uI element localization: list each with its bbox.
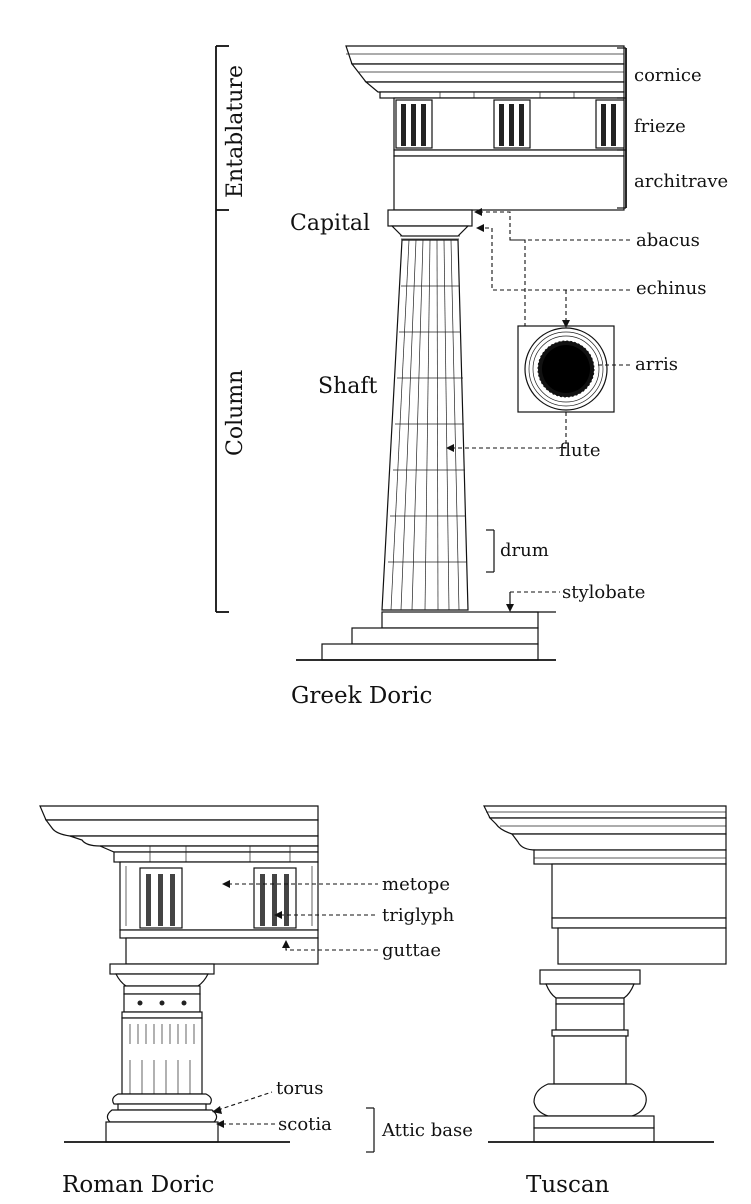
column-cross-section [517,325,615,413]
metope-leader [222,880,378,888]
drum-label: drum [500,540,549,561]
attic-base-label: Attic base [381,1120,473,1141]
shaft [381,239,469,611]
echinus-label: echinus [636,278,707,299]
scotia-label: scotia [278,1114,332,1135]
arris-label: arris [635,354,678,375]
triglyph-label: triglyph [382,905,455,926]
tuscan-capital [539,969,641,1037]
abacus-label: abacus [636,230,700,251]
tuscan-architrave-band [551,917,727,929]
tuscan-caption: Tuscan [526,1172,610,1198]
attic-base-bracket [366,1107,375,1153]
stylobate-label: stylobate [562,582,645,603]
architrave-label: architrave [634,171,728,192]
frieze-label: frieze [634,116,686,137]
roman-doric-caption: Roman Doric [62,1172,214,1198]
section-bracket [215,45,229,613]
column-label: Column [223,370,248,456]
tuscan-figure: Tuscan [483,805,727,1198]
torus-leader [212,1091,273,1114]
entablature-label: Entablature [223,65,248,198]
capital-label: Capital [290,211,370,236]
guttae-label: guttae [382,940,441,961]
tuscan-architrave [557,927,727,965]
capital [387,209,473,240]
stylobate-leader [506,591,560,612]
echinus-leader [476,224,630,328]
greek-doric-figure: Entablature Column [215,45,728,709]
roman-doric-figure: metope triglyph guttae torus scotia Atti… [39,805,473,1198]
tuscan-shaft [553,1035,627,1085]
tuscan-frieze [551,863,727,919]
torus-label: torus [276,1078,324,1099]
shaft-label: Shaft [318,374,377,399]
roman-capital [109,963,215,1019]
tuscan-base [488,1083,714,1143]
triglyph-leader [274,911,378,919]
cornice-label: cornice [634,65,702,86]
stylobate-steps [296,611,556,661]
entablature-brackets [617,47,627,209]
greek-doric-caption: Greek Doric [291,683,432,709]
guttae-leader [282,940,378,951]
roman-shaft [121,1017,203,1095]
architrave [393,155,625,211]
flute-label: flute [559,440,600,461]
abacus-leader [474,208,630,241]
flute-leader [446,412,567,452]
metope-label: metope [382,874,450,895]
drum-bracket [486,529,495,573]
cornice [345,45,625,99]
scotia-leader [216,1120,276,1128]
frieze [393,97,625,151]
tuscan-cornice [483,805,727,865]
roman-cornice [39,805,319,863]
roman-frieze [119,861,319,931]
roman-attic-base [64,1093,290,1143]
